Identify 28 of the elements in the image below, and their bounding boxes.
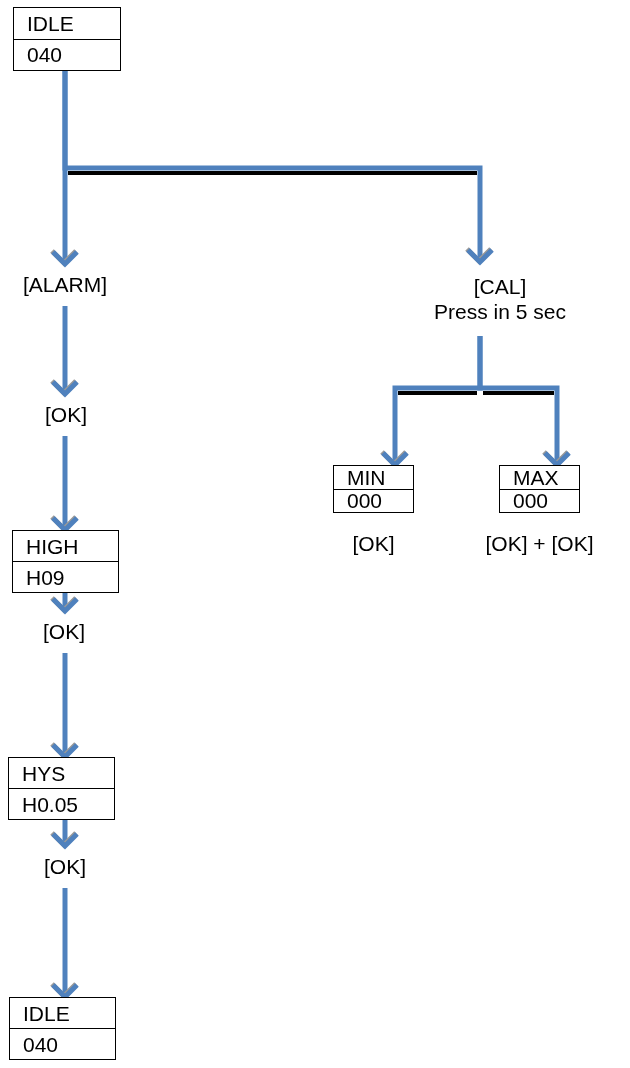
key-press-label: [OK] + [OK] [485, 532, 594, 556]
display-box [9, 997, 116, 1060]
display-box [13, 7, 121, 71]
step-label: [OK] [44, 854, 86, 880]
arrow [49, 306, 80, 397]
display-value: 040 [10, 1028, 115, 1059]
step-label: [OK] [43, 619, 85, 645]
display-label: MAX [512, 466, 560, 489]
step-label: [ALARM] [23, 272, 107, 298]
display-label: HYS [21, 760, 67, 787]
arrow [62, 71, 495, 265]
arrow [49, 820, 80, 849]
display-label: IDLE [26, 10, 75, 37]
step-label: Press in 5 sec [434, 299, 566, 325]
arrow [49, 593, 80, 614]
display-box [12, 530, 119, 593]
step-label: [CAL] [473, 273, 527, 299]
display-label: HIGH [25, 533, 80, 560]
display-value: 000 [500, 488, 579, 512]
display-value: H09 [13, 561, 118, 592]
display-label: MIN [346, 466, 387, 489]
key-press-label: [OK] [352, 532, 395, 556]
display-box [8, 757, 115, 820]
display-value: H0.05 [9, 788, 114, 819]
display-value: 040 [14, 38, 120, 70]
step-label: [OK] [45, 402, 87, 428]
display-value: 000 [334, 488, 413, 512]
display-label: IDLE [22, 1000, 71, 1027]
